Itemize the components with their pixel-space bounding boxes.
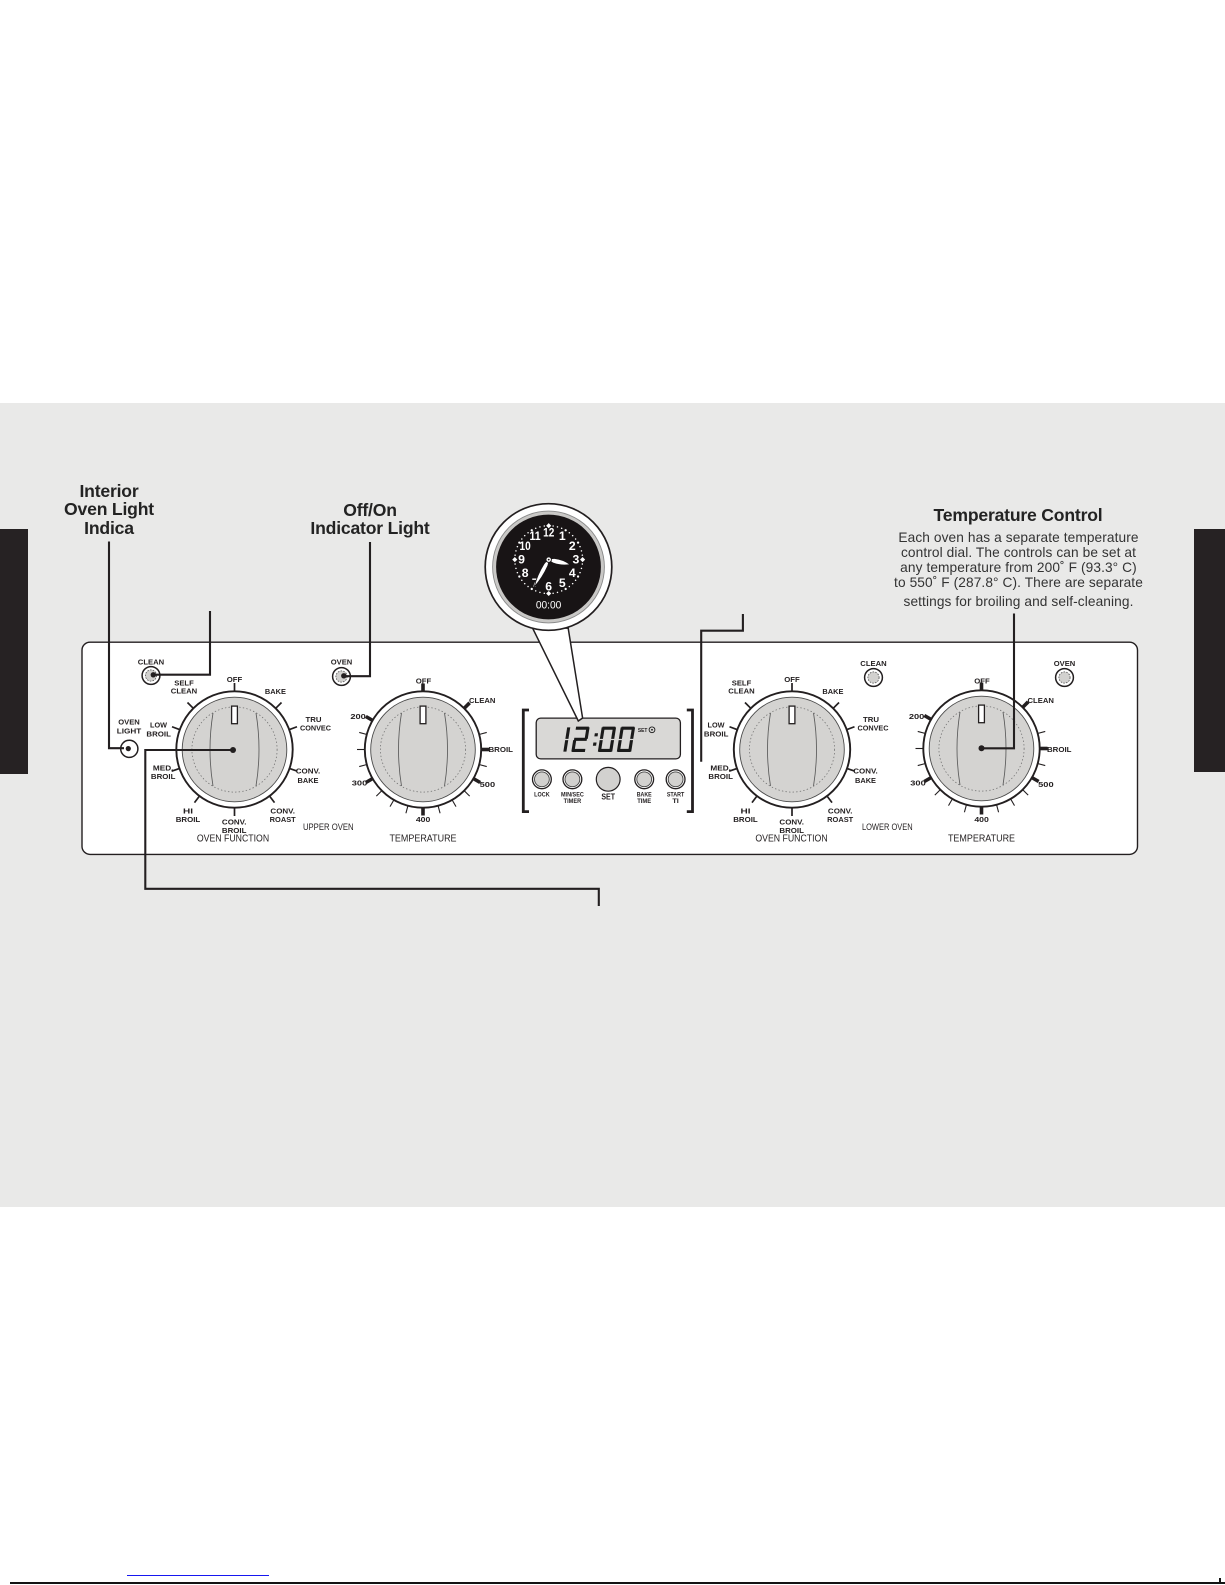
svg-text:SELF: SELF (174, 679, 194, 688)
svg-text:300: 300 (352, 779, 368, 788)
svg-text:MED.: MED. (153, 764, 174, 773)
svg-text:ROAST: ROAST (270, 815, 296, 824)
svg-text:OVEN FUNCTION: OVEN FUNCTION (755, 834, 827, 845)
svg-text:300: 300 (910, 779, 926, 788)
svg-text:OFF: OFF (784, 675, 800, 684)
svg-text:LIGHT: LIGHT (117, 727, 142, 736)
svg-text:CLEAN: CLEAN (171, 686, 197, 695)
svg-text:CONVEC: CONVEC (858, 724, 890, 733)
svg-text:9: 9 (518, 553, 525, 567)
svg-text:BAKE: BAKE (298, 776, 319, 785)
svg-text:1: 1 (559, 529, 566, 543)
svg-text:BROIL: BROIL (151, 772, 176, 781)
svg-text:2: 2 (569, 539, 576, 553)
svg-text:10: 10 (520, 539, 531, 553)
svg-text:BROIL: BROIL (779, 826, 804, 835)
svg-text:BAKE: BAKE (637, 791, 653, 798)
svg-text:OVEN: OVEN (1054, 659, 1076, 668)
svg-text:BROIL: BROIL (146, 729, 171, 738)
svg-text:BROIL: BROIL (489, 745, 514, 754)
svg-text:CLEAN: CLEAN (1028, 696, 1054, 705)
svg-text:CONVEC: CONVEC (300, 724, 332, 733)
svg-text:4: 4 (569, 566, 576, 580)
svg-text:CONV.: CONV. (828, 806, 853, 815)
svg-text:SET: SET (638, 728, 648, 734)
svg-text:3: 3 (573, 553, 580, 567)
svg-text:BAKE: BAKE (822, 687, 843, 696)
svg-text:TIME: TIME (637, 798, 652, 805)
svg-text:HI: HI (741, 806, 751, 815)
svg-text:BROIL: BROIL (708, 772, 733, 781)
svg-text:TEMPERATURE: TEMPERATURE (389, 833, 456, 844)
svg-text:OFF: OFF (416, 676, 432, 685)
svg-text:500: 500 (480, 780, 496, 789)
svg-text:OFF: OFF (974, 676, 990, 685)
svg-text:BROIL: BROIL (176, 815, 201, 824)
svg-text:400: 400 (974, 815, 989, 824)
svg-text:CLEAN: CLEAN (728, 686, 754, 695)
svg-text:BROIL: BROIL (733, 815, 758, 824)
svg-text:CONV.: CONV. (270, 806, 295, 815)
svg-text:LOW: LOW (150, 720, 167, 729)
svg-text:SET: SET (601, 791, 615, 801)
svg-text:CONV.: CONV. (853, 767, 878, 776)
svg-text:OVEN: OVEN (118, 718, 140, 727)
svg-text:BROIL: BROIL (1047, 745, 1072, 754)
svg-text:UPPER OVEN: UPPER OVEN (303, 822, 354, 832)
svg-text:SELF: SELF (732, 679, 752, 688)
svg-text:LOW: LOW (708, 720, 725, 729)
svg-text:MED.: MED. (710, 764, 731, 773)
svg-text:400: 400 (416, 815, 431, 824)
svg-text:TIMER: TIMER (564, 798, 582, 805)
svg-text:MIN/SEC: MIN/SEC (561, 791, 584, 798)
svg-text:00:00: 00:00 (536, 599, 562, 611)
svg-text:OFF: OFF (227, 675, 243, 684)
svg-text:CONV.: CONV. (222, 818, 247, 827)
svg-text:BAKE: BAKE (855, 776, 876, 785)
svg-text:CLEAN: CLEAN (860, 659, 886, 668)
svg-text:BROIL: BROIL (704, 729, 729, 738)
svg-text:6: 6 (545, 580, 552, 594)
svg-text:START: START (667, 791, 685, 798)
svg-text:200: 200 (909, 712, 925, 721)
svg-text:TEMPERATURE: TEMPERATURE (948, 833, 1015, 844)
svg-text:TI: TI (672, 798, 679, 805)
svg-text:8: 8 (522, 566, 529, 580)
svg-text:HI: HI (183, 806, 193, 815)
svg-text:CLEAN: CLEAN (469, 696, 495, 705)
svg-text:5: 5 (559, 576, 566, 590)
svg-text:TRU: TRU (306, 715, 322, 724)
svg-text:BAKE: BAKE (265, 687, 286, 696)
svg-text:TRU: TRU (863, 715, 879, 724)
svg-text:OVEN FUNCTION: OVEN FUNCTION (197, 834, 269, 845)
svg-text:CONV.: CONV. (296, 767, 321, 776)
svg-text:ROAST: ROAST (827, 815, 853, 824)
svg-text:12: 12 (543, 525, 554, 539)
svg-text:CLEAN: CLEAN (138, 657, 164, 666)
svg-text:OVEN: OVEN (331, 657, 353, 666)
svg-text:11: 11 (530, 529, 541, 543)
svg-text:LOWER OVEN: LOWER OVEN (862, 822, 913, 832)
svg-text:LOCK: LOCK (534, 791, 550, 798)
svg-text:CONV.: CONV. (779, 818, 804, 827)
svg-text:500: 500 (1038, 780, 1054, 789)
svg-text:200: 200 (350, 712, 366, 721)
svg-text:BROIL: BROIL (222, 826, 247, 835)
